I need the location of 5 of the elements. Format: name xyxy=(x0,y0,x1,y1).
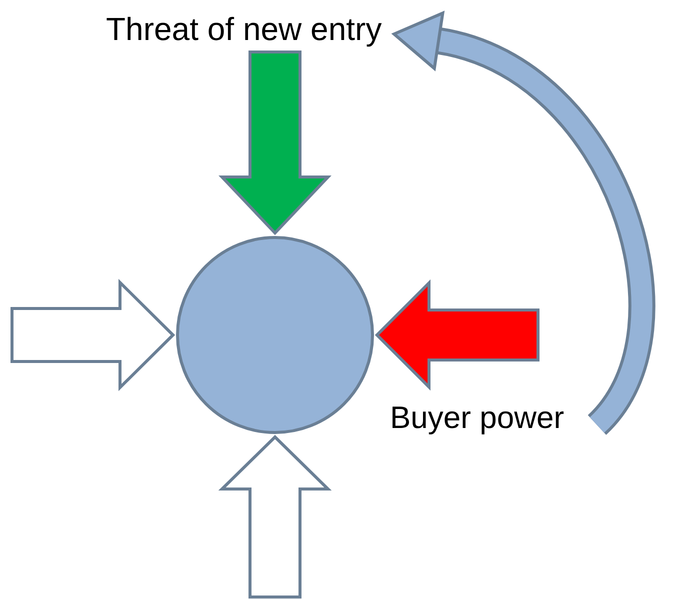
force-label: Threat of new entry xyxy=(106,12,383,48)
block-arrow xyxy=(218,434,332,598)
block-arrow xyxy=(218,50,332,236)
block-arrow xyxy=(10,278,176,392)
block-arrow xyxy=(374,279,540,391)
